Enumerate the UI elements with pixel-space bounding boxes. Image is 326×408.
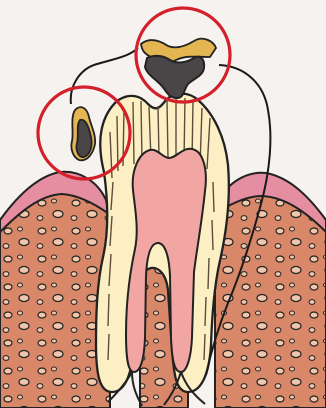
- tooth-diagram-svg: [0, 0, 326, 408]
- tooth-diagram: [0, 0, 326, 408]
